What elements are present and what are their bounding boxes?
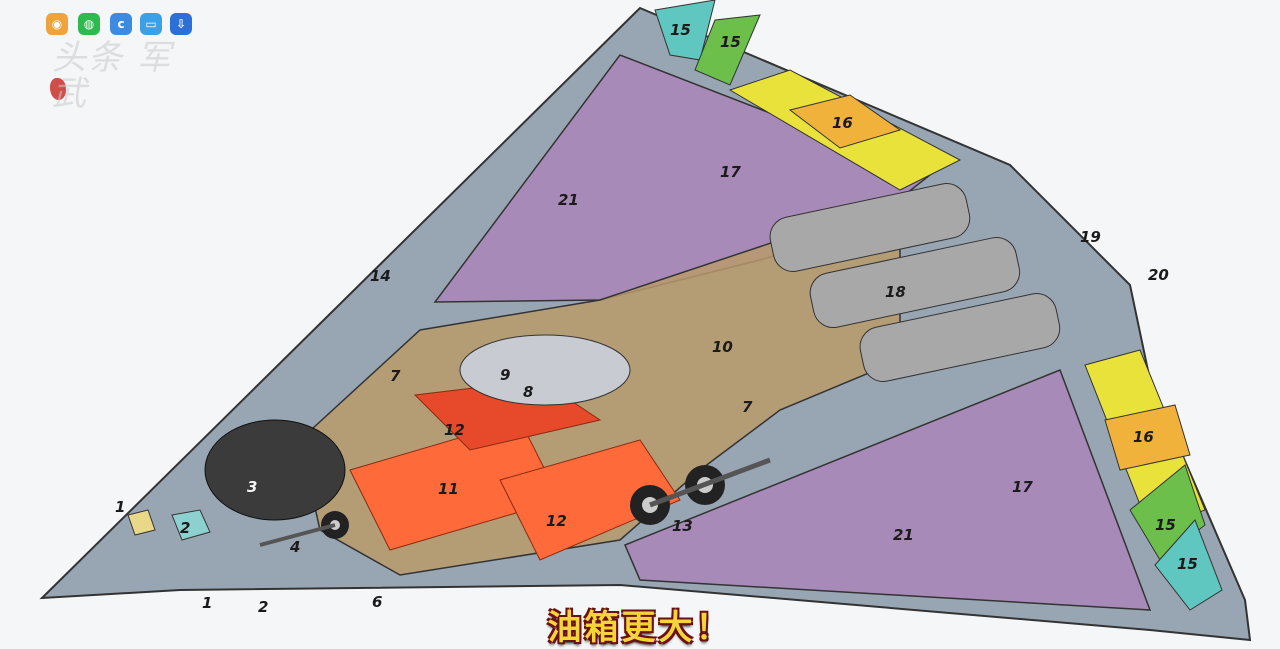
label-15-a: 15 [670,21,691,39]
label-17-upper: 17 [720,163,741,181]
label-17-lower: 17 [1012,478,1033,496]
wing-panel-lower [624,369,1152,611]
flap-15-teal-lower [1154,519,1223,611]
label-15-c: 15 [1155,516,1176,534]
fuel-tank-12-lower [499,439,681,561]
label-13: 13 [672,517,693,535]
label-4: 4 [289,538,300,556]
label-21-lower: 21 [893,526,914,544]
label-10: 10 [712,338,733,356]
label-9: 9 [500,366,510,384]
label-6: 6 [372,593,382,611]
label-18: 18 [885,283,906,301]
label-21-upper: 21 [558,191,579,209]
label-20: 20 [1148,266,1169,284]
label-12-lower: 12 [546,512,567,530]
label-7-upper: 7 [390,367,401,385]
label-12-upper: 12 [444,421,465,439]
equipment-dome [459,334,631,406]
label-8: 8 [523,383,533,401]
download-icon[interactable]: ⇩ [170,13,192,35]
flap-16-lower-inner [1104,404,1191,471]
label-15-d: 15 [1177,555,1198,573]
label-1-lower: 1 [202,594,212,612]
flap-15-green-upper [694,14,761,86]
label-2-upper: 2 [180,519,190,537]
nose-sensor-1 [127,509,156,536]
label-19: 19 [1080,228,1101,246]
flap-16-upper-inner [788,94,902,149]
label-3: 3 [247,478,257,496]
qzone-icon[interactable]: c [110,13,132,35]
label-1-upper: 1 [115,498,125,516]
seal-stamp [50,78,66,100]
weibo-icon[interactable]: ◉ [46,13,68,35]
nose-landing-gear [259,511,349,547]
subtitle-caption: 油箱更大！ [547,608,733,648]
label-16-lower: 16 [1133,428,1154,446]
label-2-lower: 2 [258,598,268,616]
label-14: 14 [370,267,391,285]
label-11: 11 [438,480,459,498]
label-15-b: 15 [720,33,741,51]
message-icon[interactable]: ▭ [140,13,162,35]
watermark: 头条 军武 [52,38,173,114]
radome [204,419,346,521]
nose-sensor-2 [171,509,211,541]
main-landing-gear [630,457,771,525]
label-7-lower: 7 [742,398,753,416]
wechat-icon[interactable]: ◍ [78,13,100,35]
label-16-upper: 16 [832,114,853,132]
engines [769,183,1061,382]
